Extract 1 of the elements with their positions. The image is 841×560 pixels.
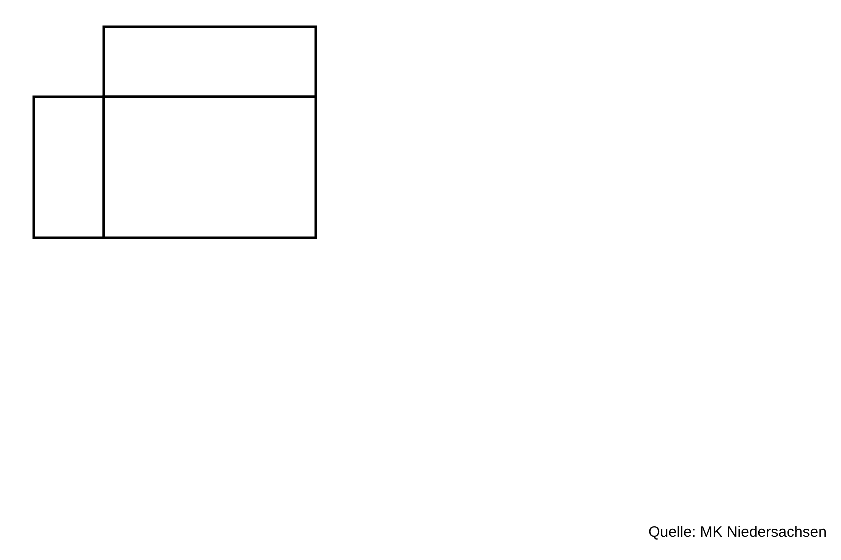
source-note: Quelle: MK Niedersachsen	[648, 524, 827, 541]
